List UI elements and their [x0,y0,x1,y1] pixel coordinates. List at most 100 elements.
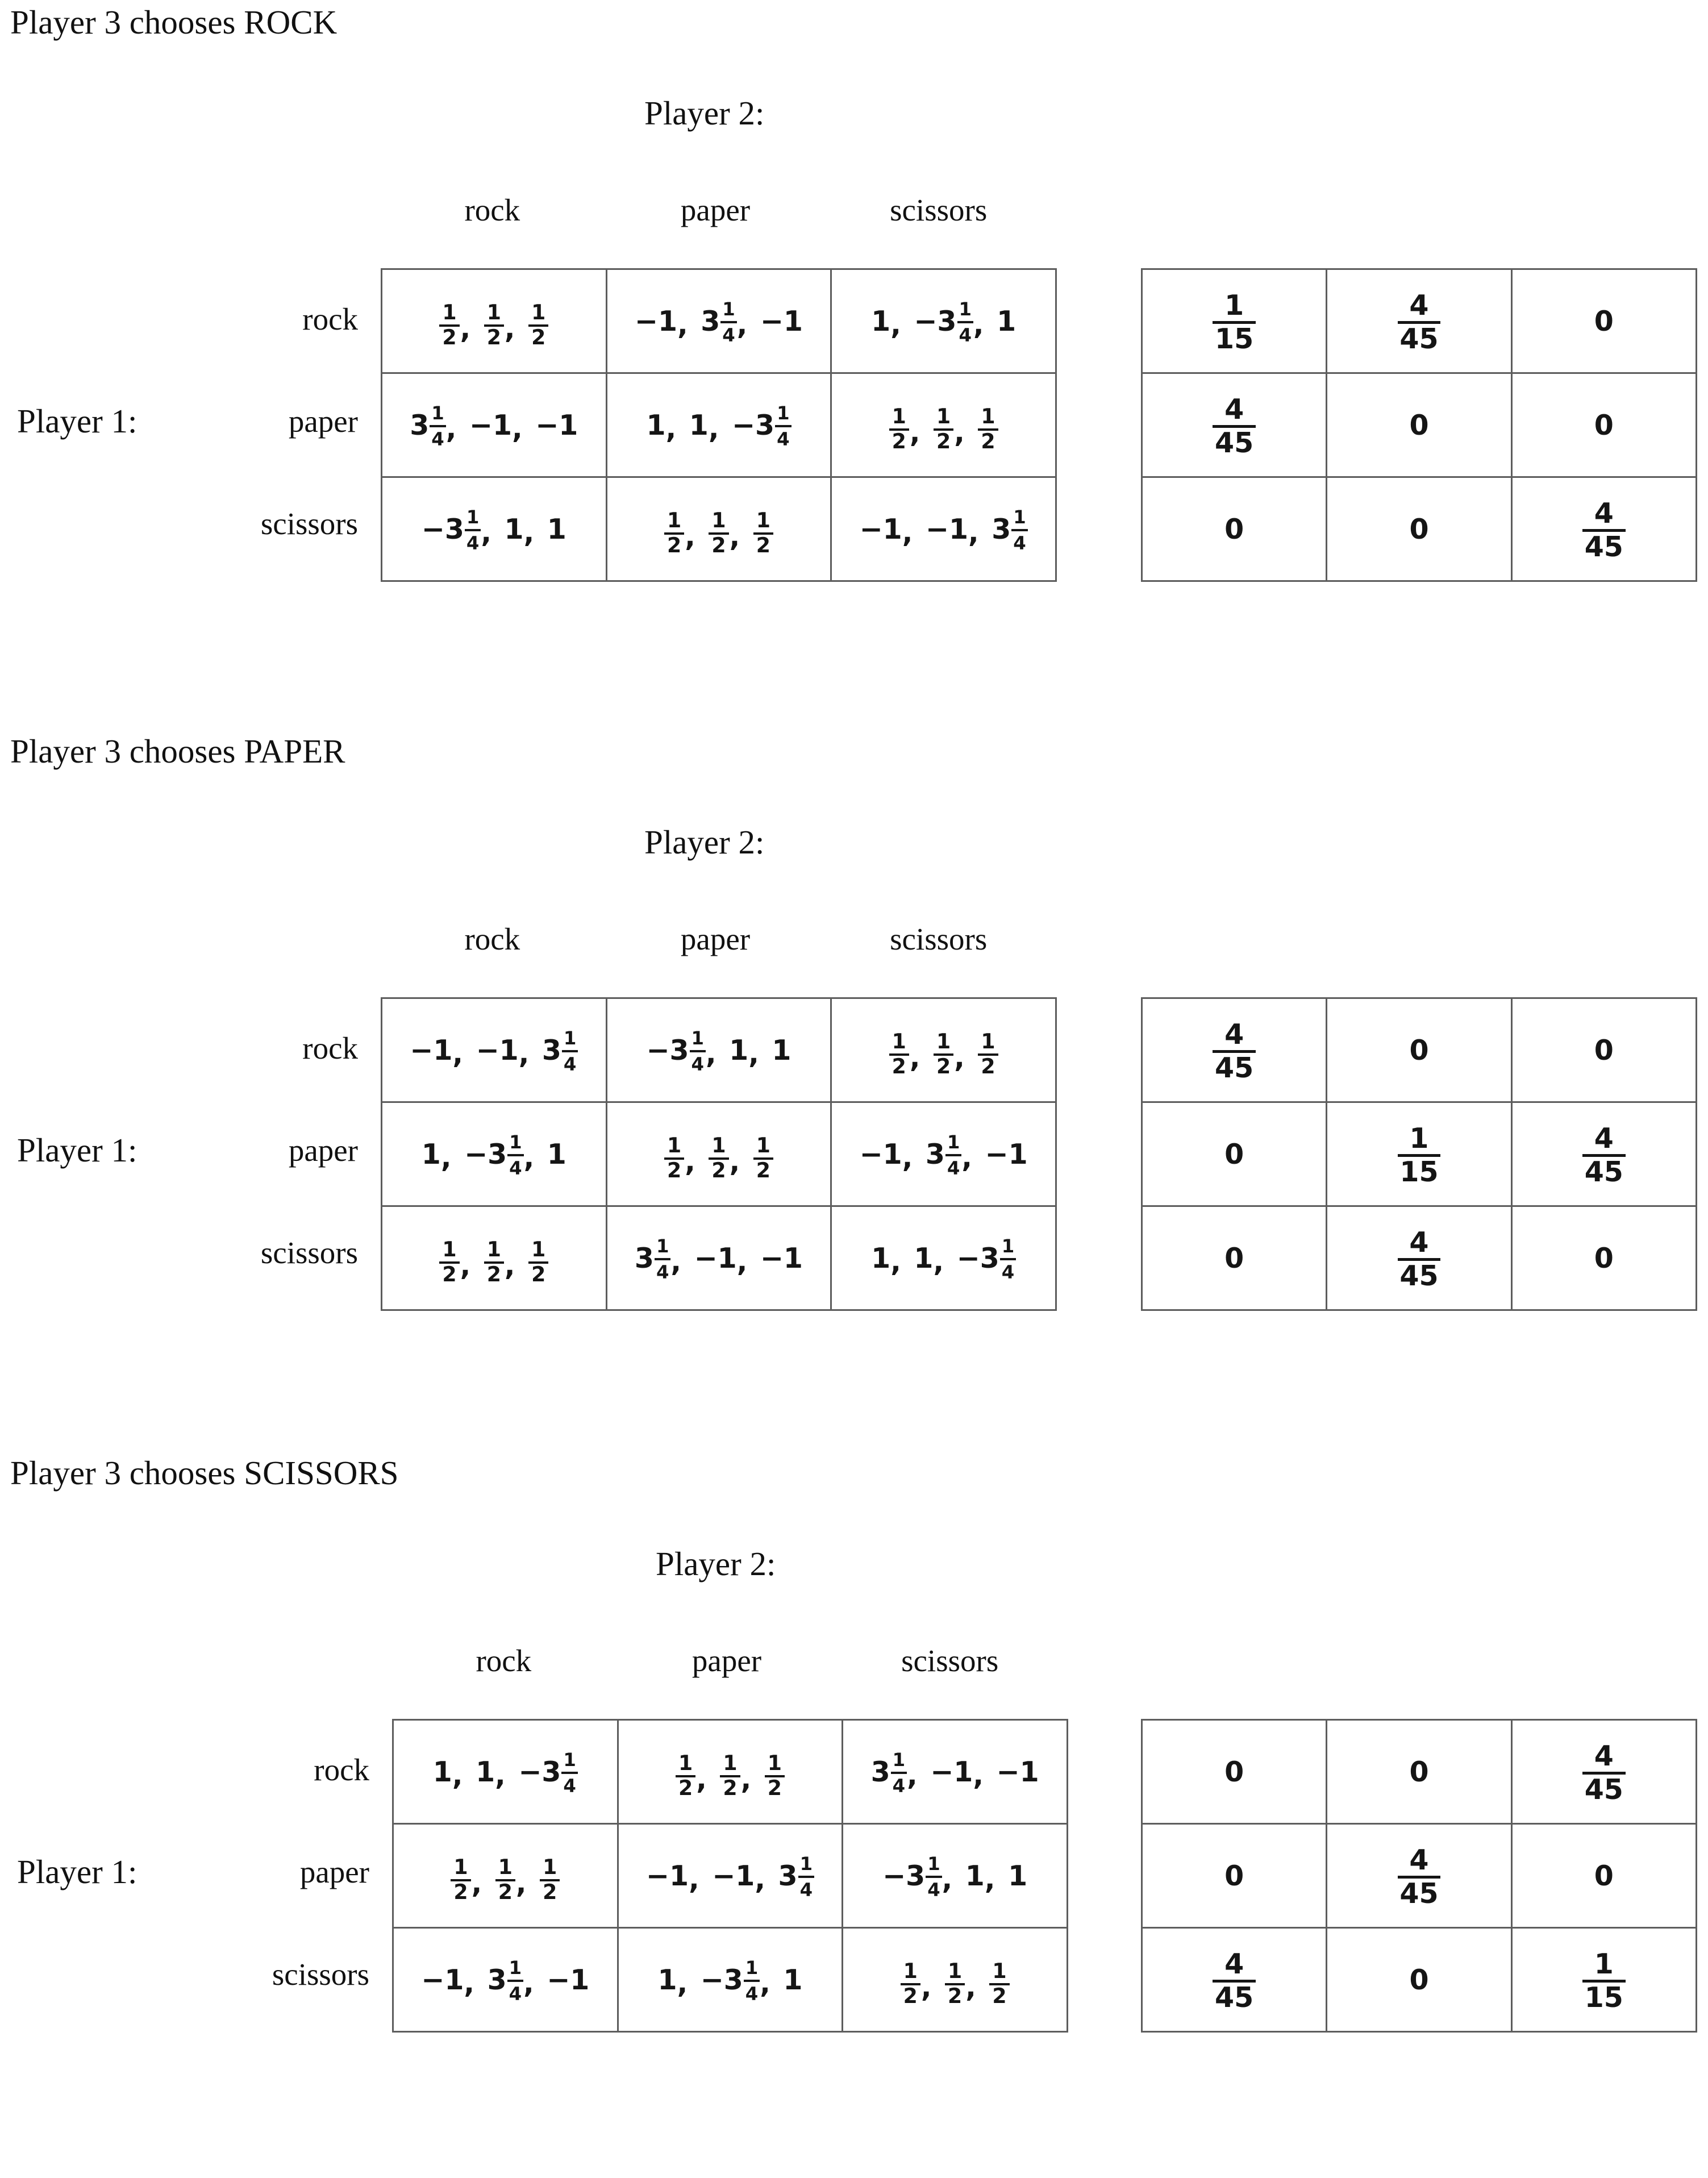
integer-value: 1 [914,1242,934,1275]
comma: , [729,520,740,553]
comma: , [890,308,901,341]
probability-cell[interactable]: 0 [1140,476,1328,582]
probability-cell[interactable]: 0 [1510,268,1697,374]
probability-cell[interactable]: 0 [1326,997,1513,1103]
row-header-paper: paper [288,404,358,439]
probability-cell[interactable]: 0 [1326,372,1513,478]
probability-cell[interactable]: 0 [1510,1205,1697,1311]
row-header-rock: rock [302,302,358,336]
comma: , [452,1037,464,1070]
zero-value: 0 [1224,1755,1244,1788]
zero-value: 0 [1409,409,1429,442]
probability-cell[interactable]: 0 [1140,1205,1328,1311]
integer-value: 1 [1008,1859,1028,1892]
probability-cell[interactable]: 0 [1326,1927,1513,2033]
probability-cell[interactable]: 0 [1326,476,1513,582]
comma: , [920,1971,932,2004]
column-header-rock: rock [464,193,520,227]
comma: , [512,412,523,445]
zero-value: 0 [1224,1242,1244,1275]
row-header-scissors: scissors [260,1235,358,1270]
probability-cell[interactable]: 0 [1326,1719,1513,1825]
comma: , [890,1245,901,1278]
probability-cell[interactable]: 0 [1140,1101,1328,1207]
integer-value: 1 [871,305,891,338]
probability-cell[interactable]: 0 [1510,1823,1697,1929]
comma: , [689,1863,699,1896]
row-header-rock: rock [314,1752,369,1787]
probability-cell[interactable]: 0 [1140,1719,1328,1825]
probability-cell[interactable]: 0 [1140,1823,1328,1929]
probability-cell[interactable]: 0 [1510,372,1697,478]
section-heading: Player 3 chooses SCISSORS [10,1454,399,1492]
integer-value: −1 [645,1859,689,1892]
zero-value: 0 [1409,1963,1429,1996]
integer-value: −1 [535,409,578,442]
zero-value: 0 [1409,513,1429,545]
probability-cell[interactable]: 0 [1510,997,1697,1103]
integer-value: 1 [646,409,666,442]
comma: , [902,1141,913,1174]
